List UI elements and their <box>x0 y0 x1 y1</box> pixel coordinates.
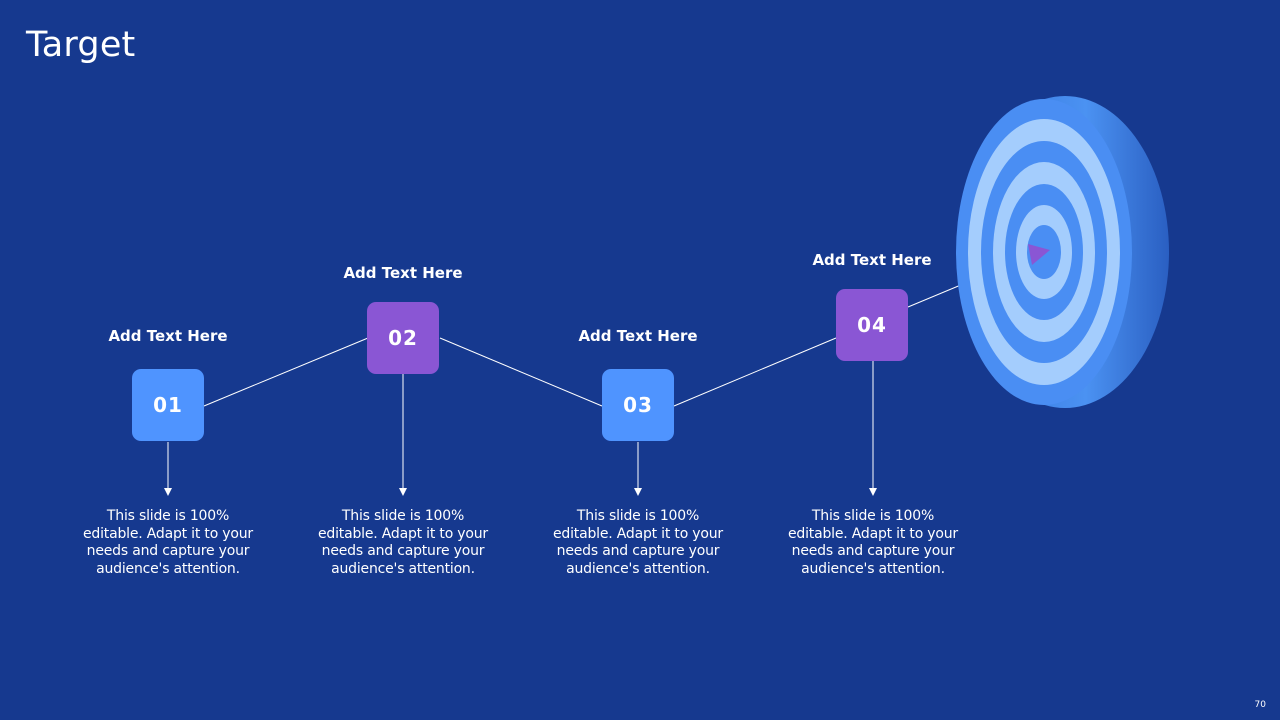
step-2-box: 02 <box>367 302 439 374</box>
step-3-description: This slide is 100% editable. Adapt it to… <box>553 508 723 577</box>
step-3-heading: Add Text Here <box>578 327 698 345</box>
step-2-heading: Add Text Here <box>343 264 463 282</box>
step-1-description: This slide is 100% editable. Adapt it to… <box>83 508 253 577</box>
connector-01-02 <box>203 337 369 407</box>
step-4-heading: Add Text Here <box>812 251 932 269</box>
slide-title: Target <box>26 25 136 65</box>
step-3-box: 03 <box>602 369 674 441</box>
step-1-box: 01 <box>132 369 204 441</box>
step-4-box: 04 <box>836 289 908 361</box>
connector-02-03 <box>439 337 603 407</box>
dartboard-target-icon <box>956 96 1169 408</box>
connector-03-04 <box>673 337 837 407</box>
page-number: 70 <box>1254 700 1266 710</box>
step-2-description: This slide is 100% editable. Adapt it to… <box>318 508 488 577</box>
arrow-head-icon <box>1028 244 1050 265</box>
step-4-description: This slide is 100% editable. Adapt it to… <box>788 508 958 577</box>
step-1-heading: Add Text Here <box>108 327 228 345</box>
